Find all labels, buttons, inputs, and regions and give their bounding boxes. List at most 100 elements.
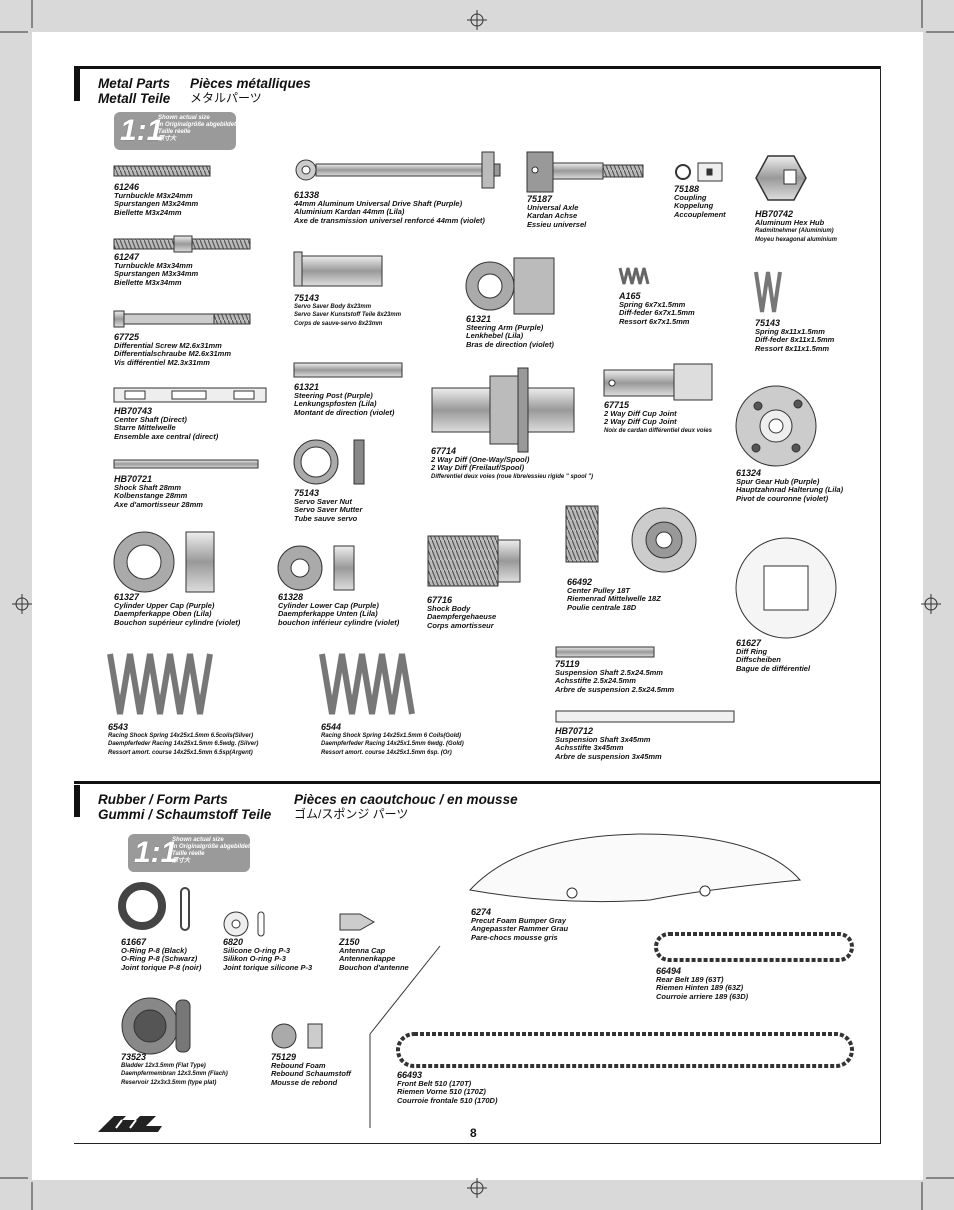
part-code: HB70712 [555, 726, 594, 736]
part-desc-en: Steering Post (Purple) [294, 391, 373, 400]
part-desc-fr: Arbre de suspension 3x45mm [555, 751, 662, 761]
part-desc-de: O-Ring P-8 (Schwarz) [121, 954, 198, 964]
part-desc-fr: Corps de sauve-servo 8x23mm [294, 320, 383, 327]
part-desc-en: 44mm Aluminum Universal Drive Shaft (Pur… [294, 199, 463, 208]
part-code: 6543 [108, 722, 129, 732]
part-label-61246: 61246 Turnbuckle M3x24mm Spurstangen M3x… [114, 182, 198, 217]
section-title-jp: メタルパーツ [190, 91, 262, 105]
part-desc-fr: Noix de cardan différentiel deux voies [604, 427, 712, 434]
part-desc-fr: Courroie frontale 510 (170D) [397, 1095, 498, 1105]
part-desc-en: Diff Ring [736, 647, 768, 656]
part-desc-en: Suspension Shaft 3x45mm [555, 735, 651, 744]
section-title-de: Gummi / Schaumstoff Teile [98, 807, 272, 822]
part-code: 75143 [294, 293, 320, 303]
section-divider-middle [74, 781, 880, 784]
scale-line: In Originalgröße abgebildet [172, 844, 251, 850]
scale-line: In Originalgröße abgebildet [158, 122, 237, 128]
scale-badge: 1:1 Shown actual size In Originalgröße a… [128, 834, 250, 872]
part-label-61328: 61328 Cylinder Lower Cap (Purple) Daempf… [278, 592, 399, 627]
part-desc-fr: Biellette M3x24mm [114, 207, 182, 217]
part-desc-fr: Courroie arriere 189 (63D) [656, 991, 749, 1001]
part-desc-en: Differential Screw M2.6x31mm [114, 341, 222, 350]
part-desc-de: Radmitnehmer (Aluminium) [755, 228, 834, 235]
part-label-61327: 61327 Cylinder Upper Cap (Purple) Daempf… [114, 592, 240, 627]
part-code: 66493 [397, 1070, 423, 1080]
part-label-6544: 6544 Racing Shock Spring 14x25x1.5mm 6 C… [321, 722, 464, 757]
part-desc-en: Suspension Shaft 2.5x24.5mm [555, 668, 663, 677]
part-label-75143-body: 75143 Servo Saver Body 8x23mm Servo Save… [294, 293, 401, 328]
part-label-73523: 73523 Bladder 12x3.5mm (Flat Type) Daemp… [121, 1052, 228, 1087]
part-desc-de: Starre Mittelwelle [114, 423, 176, 433]
part-desc-de: Koppelung [674, 201, 714, 211]
part-code: 66492 [567, 577, 593, 587]
part-label-HB70712: HB70712 Suspension Shaft 3x45mm Achsstif… [555, 726, 662, 761]
part-desc-en: Rebound Foam [271, 1061, 326, 1070]
scale-ratio: 1:1 [134, 836, 178, 869]
part-desc-fr: Montant de direction (violet) [294, 407, 395, 417]
part-label-HB70721: HB70721 Shock Shaft 28mm Kolbenstange 28… [114, 474, 203, 509]
part-label-6820: 6820 Silicone O-ring P-3 Silikon O-ring … [223, 937, 312, 972]
part-desc-en: Cylinder Lower Cap (Purple) [278, 601, 379, 610]
part-desc-en: Servo Saver Nut [294, 497, 352, 506]
part-desc-en: Servo Saver Body 8x23mm [294, 304, 372, 310]
part-code: 75129 [271, 1052, 297, 1062]
part-desc-en: Racing Shock Spring 14x25x1.5mm 6 Coils(… [321, 733, 462, 739]
part-desc-de: Daempferkappe Oben (Lila) [114, 609, 212, 619]
part-desc-fr: Ressort amort. course 14x25x1.5mm 6.5sp(… [108, 749, 253, 756]
part-code: Z150 [339, 937, 360, 947]
part-code: 75187 [527, 194, 553, 204]
part-desc-en: Shock Body [427, 604, 471, 613]
scale-line: Shown actual size [172, 837, 224, 843]
part-label-61667: 61667 O-Ring P-8 (Black) O-Ring P-8 (Sch… [121, 937, 201, 972]
part-desc-en: Silicone O-ring P-3 [223, 946, 291, 955]
part-desc-en: Spring 8x11x1.5mm [755, 327, 825, 336]
part-desc-de: Achsstifte 3x45mm [555, 743, 624, 753]
part-desc-en: Turnbuckle M3x34mm [114, 261, 193, 270]
part-desc-de: Diff-feder 8x11x1.5mm [755, 335, 835, 345]
part-desc-en: Spur Gear Hub (Purple) [736, 477, 820, 486]
part-code: 6274 [471, 907, 492, 917]
part-code: 61627 [736, 638, 762, 648]
part-label-Z150: Z150 Antenna Cap Antennenkappe Bouchon d… [339, 937, 409, 972]
part-code: 61321 [294, 382, 320, 392]
part-desc-fr: Biellette M3x34mm [114, 277, 182, 287]
part-desc-en: Precut Foam Bumper Gray [471, 916, 567, 925]
part-desc-fr: Ressort 8x11x1.5mm [755, 343, 830, 353]
part-code: 61338 [294, 190, 320, 200]
section-title-fr: Pièces en caoutchouc / en mousse [294, 792, 518, 807]
part-label-66494: 66494 Rear Belt 189 (63T) Riemen Hinten … [656, 966, 748, 1001]
part-desc-de: Spurstangen M3x24mm [114, 199, 199, 209]
part-code: 75188 [674, 184, 700, 194]
part-label-61321-arm: 61321 Steering Arm (Purple) Lenkhebel (L… [466, 314, 554, 349]
part-label-75119: 75119 Suspension Shaft 2.5x24.5mm Achsst… [555, 659, 674, 694]
part-desc-en: Universal Axle [527, 203, 579, 212]
part-desc-en: 2 Way Diff Cup Joint [604, 409, 677, 418]
part-label-75143-spring: 75143 Spring 8x11x1.5mm Diff-feder 8x11x… [755, 318, 834, 353]
part-desc-de: Achsstifte 2.5x24.5mm [555, 676, 636, 686]
part-code: 6820 [223, 937, 244, 947]
part-code: A165 [619, 291, 641, 301]
part-code: 61328 [278, 592, 304, 602]
part-desc-en: Bladder 12x3.5mm (Flat Type) [121, 1063, 206, 1069]
scale-line: Shown actual size [158, 115, 210, 121]
section-tab [74, 69, 80, 101]
part-label-61627: 61627 Diff Ring Diffscheiben Bague de di… [736, 638, 810, 673]
part-desc-fr: Reservoir 12x3x3.5mm (type plat) [121, 1079, 217, 1086]
part-desc-en: Center Shaft (Direct) [114, 415, 187, 424]
part-desc-fr: Pare-chocs mousse gris [471, 932, 558, 942]
part-desc-de: Spurstangen M3x34mm [114, 269, 199, 279]
part-desc-de: Riemen Hinten 189 (63Z) [656, 983, 744, 993]
part-desc-fr: Arbre de suspension 2.5x24.5mm [555, 684, 675, 694]
part-desc-en: O-Ring P-8 (Black) [121, 946, 187, 955]
part-desc-fr: Corps amortisseur [427, 620, 494, 630]
part-desc-de: Aluminium Kardan 44mm (Lila) [294, 207, 405, 217]
part-label-67714: 67714 2 Way Diff (One-Way/Spool) 2 Way D… [431, 446, 593, 481]
part-code: 67716 [427, 595, 453, 605]
part-desc-fr: Joint torique P-8 (noir) [121, 962, 202, 972]
section-divider-top [74, 66, 880, 69]
part-desc-fr: Tube sauve servo [294, 513, 358, 523]
part-code: HB70743 [114, 406, 153, 416]
part-desc-fr: Bras de direction (violet) [466, 339, 554, 349]
part-code: 75143 [294, 488, 320, 498]
